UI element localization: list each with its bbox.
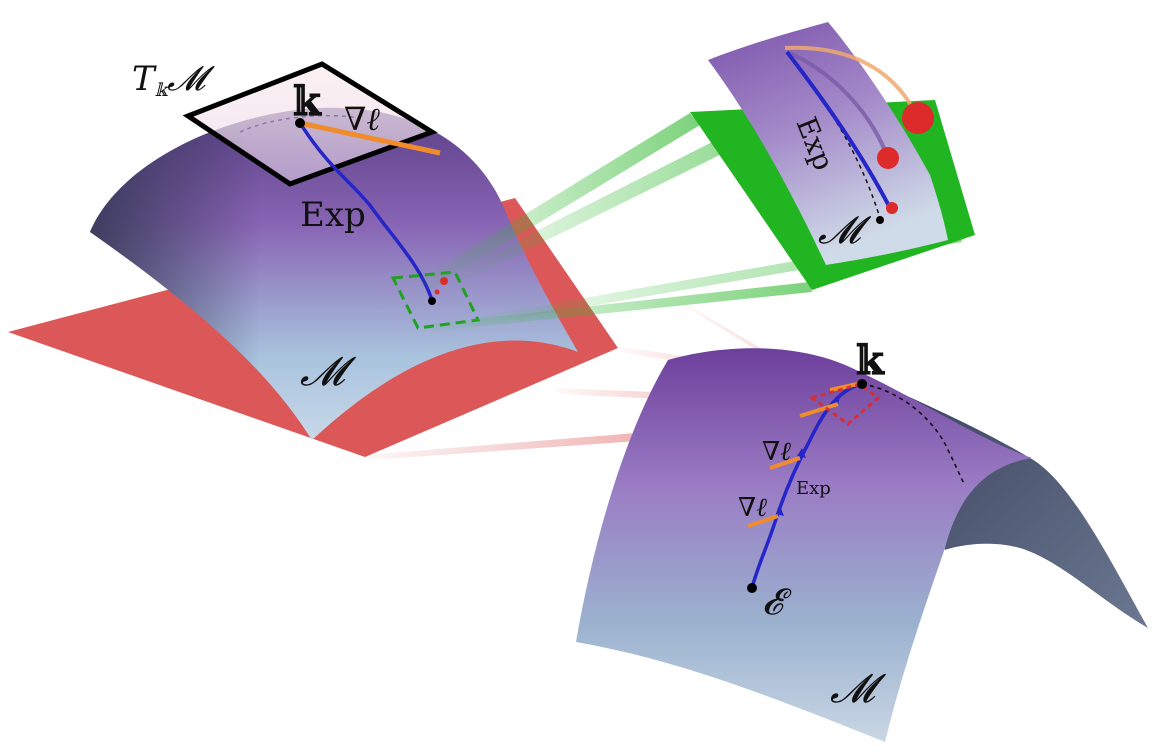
green-ray-1 <box>418 113 700 290</box>
zoom-red-point-small <box>886 202 898 214</box>
left-point-label: 𝕜 <box>293 78 323 125</box>
right-arrow-3 <box>776 506 784 516</box>
zoom-red-point-large <box>902 102 934 134</box>
right-point-label: 𝕜 <box>856 337 886 384</box>
left-manifold-shade <box>90 107 578 441</box>
zoom-geodesic <box>785 50 892 209</box>
right-arrow-2 <box>797 448 806 458</box>
left-geodesic <box>298 122 434 301</box>
zoom-red-point-medium <box>877 147 899 169</box>
right-gradient-4 <box>747 514 779 528</box>
right-point-k <box>857 379 867 389</box>
tangent-space-label: T𝕜𝓜 <box>132 59 215 101</box>
right-gradient-label-1: ∇ℓ <box>762 437 791 467</box>
zoom-end-point <box>876 216 884 224</box>
right-manifold-surface <box>576 348 1032 742</box>
right-gradient-3 <box>769 456 801 470</box>
left-gradient-vector <box>299 120 441 156</box>
green-ray-2 <box>455 128 750 282</box>
right-exp-label: Exp <box>796 478 831 499</box>
zoom-dashed-geodesic <box>799 69 881 219</box>
left-gradient-label: ∇ℓ <box>344 100 380 138</box>
right-dashed-geodesic <box>861 383 966 486</box>
zoom-orange-arc <box>784 45 920 119</box>
right-point-e <box>747 583 757 593</box>
right-red-dashed-box <box>808 382 881 426</box>
left-exp-label: Exp <box>300 195 366 235</box>
green-ray-3 <box>420 282 812 332</box>
right-gradient-2 <box>799 402 839 418</box>
left-point-k <box>295 118 305 128</box>
zoom-purple-arc <box>786 50 890 159</box>
left-end-point <box>428 297 436 305</box>
zoom-panel: Exp 𝓜 <box>690 22 975 290</box>
right-gradient-label-2: ∇ℓ <box>738 493 767 523</box>
left-red-point-2 <box>434 289 440 295</box>
right-arrow-1 <box>832 396 840 406</box>
left-panel: T𝕜𝓜 𝕜 ∇ℓ Exp 𝓜 <box>8 59 618 457</box>
tangent-curve-dashed <box>239 114 361 133</box>
right-panel: 𝕜 ∇ℓ Exp ∇ℓ 𝓔 𝓜 <box>576 337 1148 742</box>
